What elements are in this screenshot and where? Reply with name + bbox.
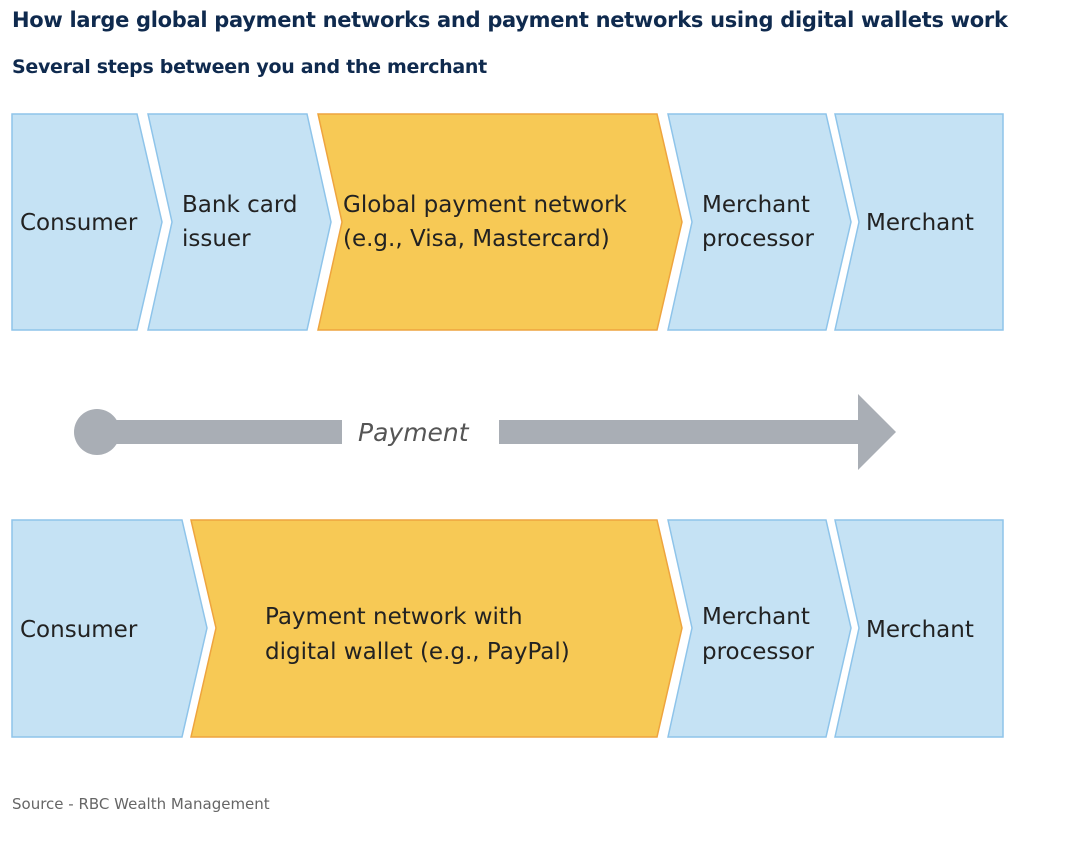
- step-label: processor: [702, 226, 814, 252]
- top-step-merchant: Merchant: [834, 113, 1004, 331]
- svg-text:Bank card: Bank card: [182, 192, 297, 218]
- step-label: Consumer: [20, 617, 138, 643]
- bottom-step-merchant-processor: Merchant processor: [667, 519, 852, 738]
- top-step-global-payment-network: Global payment network (e.g., Visa, Mast…: [317, 113, 683, 331]
- payment-arrow: Payment: [74, 394, 896, 470]
- svg-text:Merchant: Merchant: [866, 210, 974, 236]
- step-label: Merchant: [866, 617, 974, 643]
- step-label: digital wallet (e.g., PayPal): [265, 639, 570, 665]
- step-label: Merchant: [702, 192, 810, 218]
- step-label: processor: [702, 639, 814, 665]
- svg-text:Payment: Payment: [358, 418, 470, 447]
- bottom-step-merchant: Merchant: [834, 519, 1004, 738]
- source-note: Source - RBC Wealth Management: [12, 795, 270, 813]
- svg-text:processor: processor: [702, 226, 814, 252]
- diagram-subtitle: Several steps between you and the mercha…: [12, 56, 487, 78]
- step-label: Bank card: [182, 192, 297, 218]
- svg-text:(e.g., Visa, Mastercard): (e.g., Visa, Mastercard): [343, 226, 610, 252]
- svg-text:digital wallet (e.g., PayPal): digital wallet (e.g., PayPal): [265, 639, 570, 665]
- step-label: Consumer: [20, 210, 138, 236]
- arrow-shaft-left: [97, 420, 342, 444]
- top-step-bank-card-issuer: Bank card issuer: [147, 113, 332, 331]
- svg-text:Merchant: Merchant: [702, 192, 810, 218]
- svg-text:Payment network with: Payment network with: [265, 604, 523, 630]
- bottom-step-digital-wallet-network: Payment network with digital wallet (e.g…: [190, 519, 683, 738]
- top-step-merchant-processor: Merchant processor: [667, 113, 852, 331]
- step-label: Merchant: [702, 604, 810, 630]
- svg-text:Consumer: Consumer: [20, 617, 138, 643]
- step-label: Global payment network: [343, 192, 628, 218]
- svg-text:issuer: issuer: [182, 226, 251, 252]
- svg-text:Merchant: Merchant: [702, 604, 810, 630]
- svg-text:Merchant: Merchant: [866, 617, 974, 643]
- step-label: Payment network with: [265, 604, 523, 630]
- step-label: Merchant: [866, 210, 974, 236]
- svg-text:processor: processor: [702, 639, 814, 665]
- diagram-title: How large global payment networks and pa…: [12, 8, 1008, 32]
- step-label: issuer: [182, 226, 251, 252]
- arrow-shaft-right: [499, 420, 859, 444]
- bottom-step-consumer: Consumer: [11, 519, 208, 738]
- step-label: (e.g., Visa, Mastercard): [343, 226, 610, 252]
- svg-text:Global payment network: Global payment network: [343, 192, 628, 218]
- top-step-consumer: Consumer: [11, 113, 163, 331]
- svg-text:Consumer: Consumer: [20, 210, 138, 236]
- payment-label: Payment: [358, 418, 470, 447]
- arrow-head-icon: [858, 394, 896, 470]
